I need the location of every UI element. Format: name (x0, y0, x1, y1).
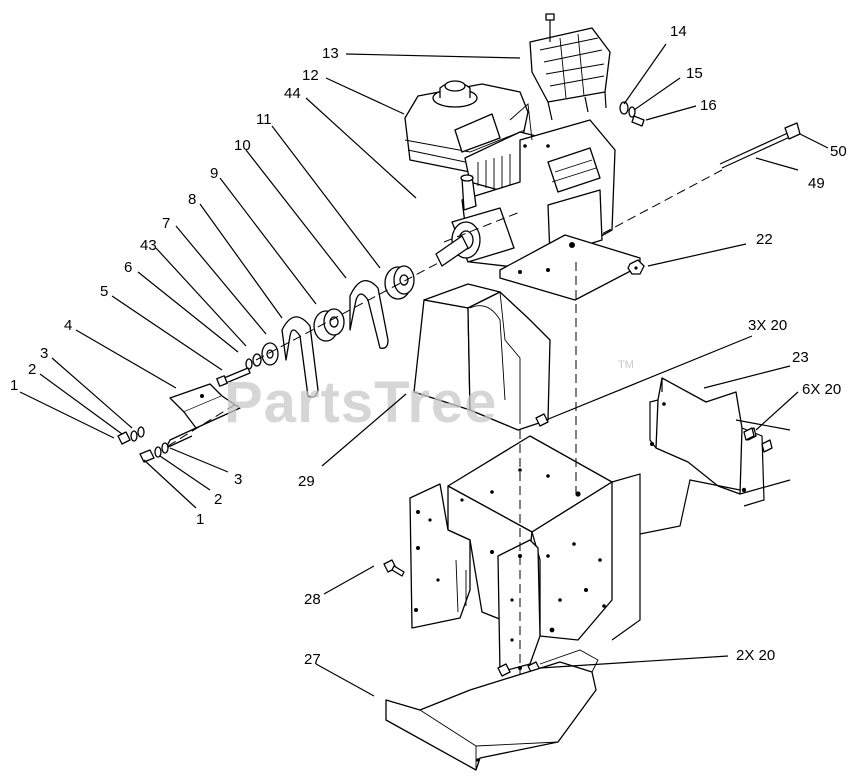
label-2-lower: 2 (214, 491, 222, 508)
side-shroud (649, 377, 791, 507)
label-13: 13 (322, 45, 339, 62)
label-8: 8 (188, 191, 196, 208)
label-6x20: 6X 20 (802, 381, 841, 398)
label-7: 7 (162, 215, 170, 232)
label-12: 12 (302, 67, 319, 84)
pulley-belt-assembly (216, 261, 441, 398)
label-22: 22 (756, 231, 773, 248)
bracket-fasteners (117, 403, 237, 463)
label-23: 23 (792, 349, 809, 366)
label-28: 28 (304, 591, 321, 608)
engine-nut (627, 259, 645, 275)
label-1-lower: 1 (196, 511, 204, 528)
engine-assembly (404, 80, 641, 301)
label-3x20: 3X 20 (748, 317, 787, 334)
label-4: 4 (64, 317, 72, 334)
label-44: 44 (284, 85, 301, 102)
bottom-pan (385, 649, 599, 771)
label-29: 29 (298, 473, 315, 490)
watermark-tm: TM (618, 359, 634, 371)
label-16: 16 (700, 97, 717, 114)
guard-fasteners (619, 101, 645, 127)
frame-assembly (383, 413, 755, 677)
label-14: 14 (670, 23, 687, 40)
watermark-text: PartsTree (224, 370, 497, 435)
belt-cover (413, 283, 551, 431)
label-2-upper: 2 (28, 361, 36, 378)
label-5: 5 (100, 283, 108, 300)
label-15: 15 (686, 65, 703, 82)
label-3-upper: 3 (40, 345, 48, 362)
label-49: 49 (808, 175, 825, 192)
label-50: 50 (830, 143, 847, 160)
label-27: 27 (304, 651, 321, 668)
label-9: 9 (210, 165, 218, 182)
label-10: 10 (234, 137, 251, 154)
leader-lines (19, 43, 829, 697)
label-11: 11 (256, 111, 272, 128)
label-2x20: 2X 20 (736, 647, 775, 664)
label-43: 43 (140, 237, 157, 254)
throttle-cable (599, 122, 801, 236)
label-3-lower: 3 (234, 471, 242, 488)
callout-labels: 13 12 44 11 10 9 8 7 43 6 5 4 3 2 1 3 2 … (10, 23, 847, 668)
label-6: 6 (124, 259, 132, 276)
label-1-upper: 1 (10, 377, 18, 394)
muffler-guard (529, 13, 611, 121)
